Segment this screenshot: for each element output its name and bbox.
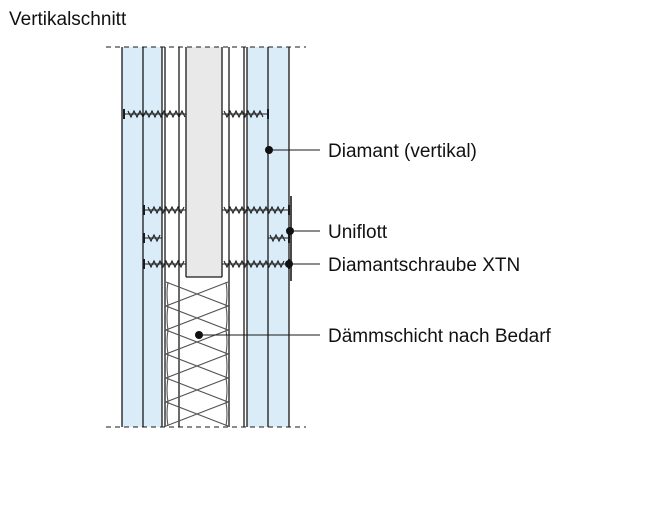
screw-top-right xyxy=(222,109,269,119)
cut-lines xyxy=(106,46,306,428)
diagram-title: Vertikalschnitt xyxy=(9,9,127,30)
dot-diamant xyxy=(265,146,273,154)
screw-mid-left xyxy=(143,205,186,215)
board-left-outer xyxy=(122,47,143,427)
label-diamant: Diamant (vertikal) xyxy=(328,141,477,162)
dot-insulation xyxy=(195,331,203,339)
callout-leaders xyxy=(199,149,320,336)
board-right-outer xyxy=(268,47,289,427)
wall-layers xyxy=(122,47,289,427)
dot-screw xyxy=(285,260,293,268)
screw-mid-right xyxy=(222,205,290,215)
screw-top-left xyxy=(123,109,186,119)
label-screw: Diamantschraube XTN xyxy=(328,255,520,276)
insulation-hatch xyxy=(165,281,229,427)
screw-low-left xyxy=(143,259,186,269)
board-right-inner xyxy=(247,47,268,427)
label-insulation: Dämmschicht nach Bedarf xyxy=(328,326,552,347)
dot-uniflott xyxy=(286,227,294,235)
callout-dots xyxy=(195,146,294,339)
stud-core xyxy=(186,47,222,277)
label-uniflott: Uniflott xyxy=(328,222,388,243)
screw-short-left xyxy=(143,233,162,243)
